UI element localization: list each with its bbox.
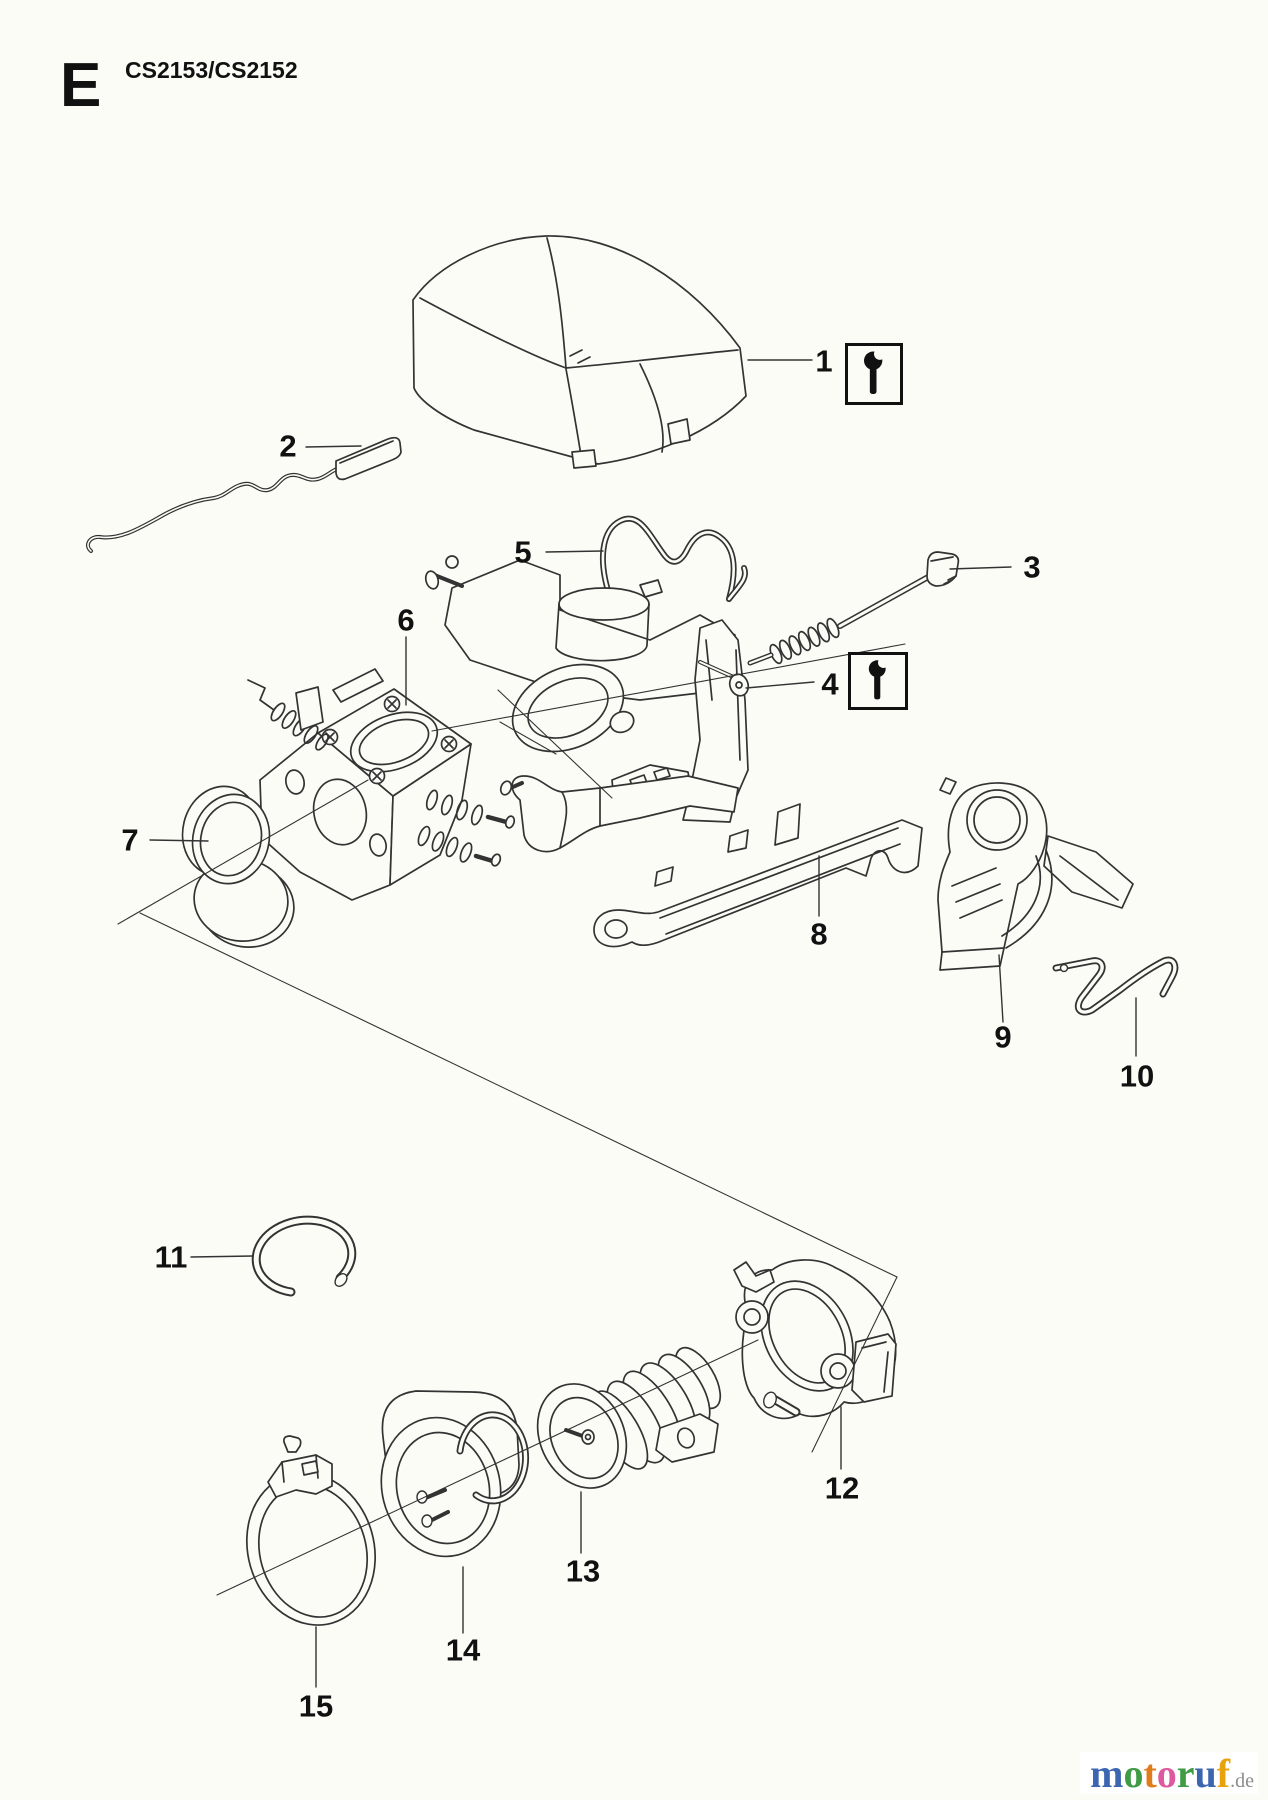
callout-5: 5: [514, 534, 532, 570]
part-6-carburetor: [193, 668, 516, 948]
callout-12: 12: [824, 1470, 860, 1506]
tool-required-box-4: [848, 652, 908, 710]
callout-leader-lines: [149, 359, 1137, 1688]
wrench-icon: [868, 658, 889, 700]
callout-11: 11: [154, 1239, 188, 1275]
watermark-letter: m: [1090, 1751, 1124, 1796]
tool-required-box-1: [845, 343, 903, 405]
callout-3: 3: [1023, 549, 1041, 585]
part-14-flange-adapter: [380, 1390, 530, 1558]
part-1-air-filter-cover: [412, 235, 747, 469]
callout-13: 13: [565, 1553, 601, 1589]
part-3-screw: [747, 551, 960, 666]
watermark-letter: o: [1156, 1751, 1177, 1796]
carb-mount-assembly: [424, 555, 750, 853]
callout-2: 2: [279, 428, 297, 464]
callout-15: 15: [298, 1688, 334, 1724]
part-5-bracket-clip: [599, 515, 748, 603]
watermark-letter: o: [1123, 1751, 1144, 1796]
callout-4: 4: [821, 666, 839, 702]
callout-14: 14: [445, 1632, 481, 1668]
part-13-intake-boot: [536, 1346, 722, 1489]
construction-lines: [117, 643, 906, 1596]
part-8-throttle-lever: [593, 803, 923, 948]
part-9-throttle-trigger: [937, 777, 1134, 971]
watermark-letter: r: [1176, 1751, 1195, 1796]
motoruf-watermark: motoruf.de: [1080, 1752, 1258, 1794]
part-4-piston-cylinder: [698, 660, 750, 697]
callout-1: 1: [815, 343, 833, 379]
watermark-letter: u: [1194, 1751, 1217, 1796]
callout-10: 10: [1119, 1058, 1155, 1094]
part-10-link-spring: [1052, 956, 1179, 1016]
watermark-domain: .de: [1230, 1770, 1254, 1792]
callout-6: 6: [397, 602, 415, 638]
section-letter: E: [60, 51, 101, 120]
part-2-choke-wire: [86, 436, 402, 553]
callout-9: 9: [994, 1019, 1012, 1055]
callout-7: 7: [121, 822, 139, 858]
model-code: CS2153/CS2152: [125, 57, 298, 83]
callout-8: 8: [810, 916, 828, 952]
watermark-letter: f: [1216, 1751, 1231, 1796]
part-11-retaining-ring: [251, 1215, 357, 1297]
watermark-letter: t: [1143, 1751, 1157, 1796]
part-12-manifold-clamp: [733, 1259, 897, 1420]
part-15-hose-clamp: [245, 1435, 377, 1626]
wrench-icon: [864, 349, 886, 394]
